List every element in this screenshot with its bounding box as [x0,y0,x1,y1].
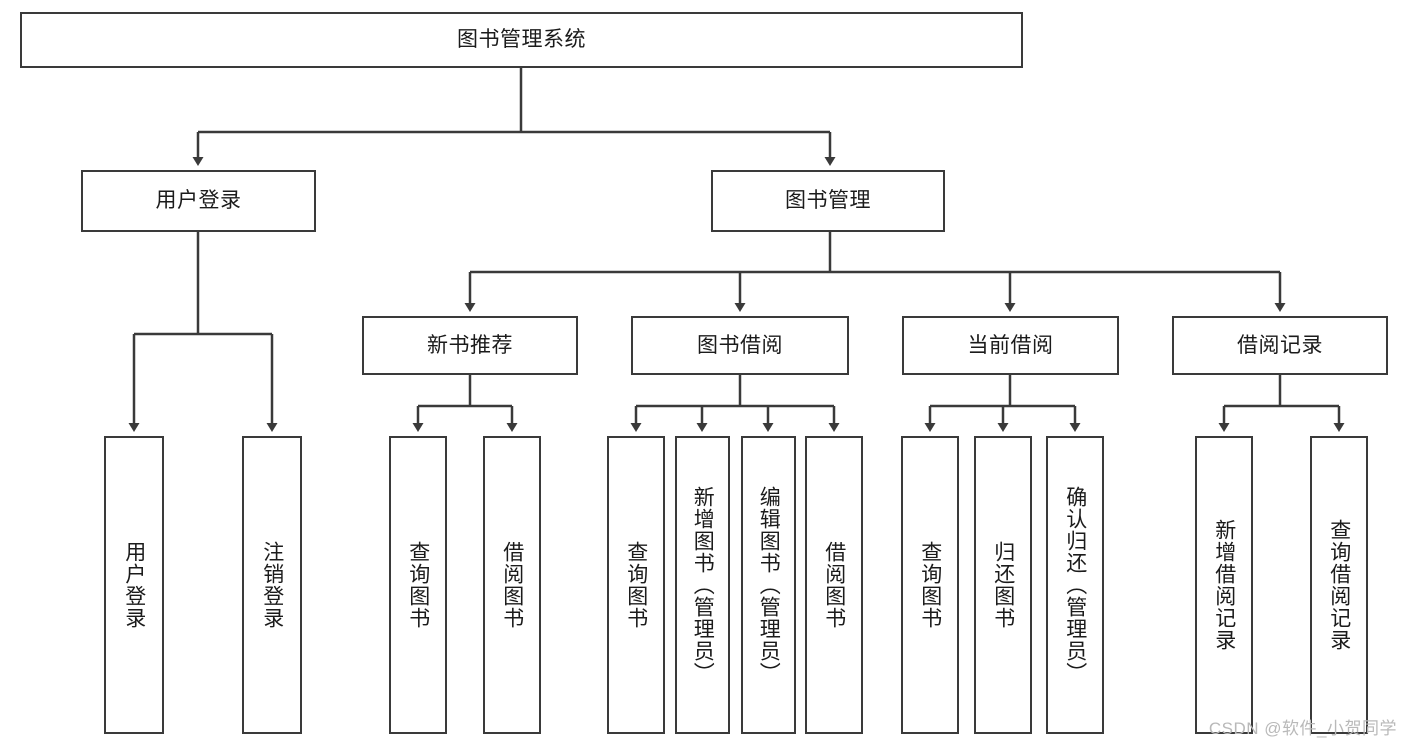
node-leaf-query-book-2[interactable]: 查询图书 [607,436,665,734]
node-book-manage[interactable]: 图书管理 [711,170,945,232]
node-leaf-borrow-book-1-label: 借阅图书 [500,541,524,629]
node-current-borrow[interactable]: 当前借阅 [902,316,1119,375]
node-user-login[interactable]: 用户登录 [81,170,316,232]
node-user-login-label: 用户登录 [155,189,242,213]
node-leaf-edit-book[interactable]: 编辑图书（管理员） [741,436,796,734]
node-new-book-rec[interactable]: 新书推荐 [362,316,578,375]
node-leaf-add-record-label: 新增借阅记录 [1212,519,1236,651]
node-leaf-return-book[interactable]: 归还图书 [974,436,1032,734]
node-book-borrow[interactable]: 图书借阅 [631,316,849,375]
node-leaf-borrow-book-1[interactable]: 借阅图书 [483,436,541,734]
node-leaf-user-login[interactable]: 用户登录 [104,436,164,734]
node-root-label: 图书管理系统 [457,28,586,52]
node-leaf-query-book-3[interactable]: 查询图书 [901,436,959,734]
node-leaf-logout[interactable]: 注销登录 [242,436,302,734]
node-leaf-query-record[interactable]: 查询借阅记录 [1310,436,1368,734]
node-leaf-return-book-label: 归还图书 [991,541,1015,629]
node-leaf-confirm-return-label: 确认归还（管理员） [1063,486,1087,684]
node-leaf-query-book-1-label: 查询图书 [406,541,430,629]
node-leaf-borrow-book-2[interactable]: 借阅图书 [805,436,863,734]
node-new-book-rec-label: 新书推荐 [427,333,513,357]
node-leaf-query-book-1[interactable]: 查询图书 [389,436,447,734]
node-borrow-record-label: 借阅记录 [1237,333,1323,357]
node-leaf-borrow-book-2-label: 借阅图书 [822,541,846,629]
node-book-manage-label: 图书管理 [785,189,871,213]
node-leaf-query-book-2-label: 查询图书 [624,541,648,629]
node-leaf-query-book-3-label: 查询图书 [918,541,942,629]
node-book-borrow-label: 图书借阅 [697,333,783,357]
node-leaf-add-book-label: 新增图书（管理员） [691,486,715,684]
node-root[interactable]: 图书管理系统 [20,12,1023,68]
node-leaf-add-book[interactable]: 新增图书（管理员） [675,436,730,734]
node-leaf-query-record-label: 查询借阅记录 [1327,519,1351,651]
node-leaf-add-record[interactable]: 新增借阅记录 [1195,436,1253,734]
node-borrow-record[interactable]: 借阅记录 [1172,316,1388,375]
node-leaf-edit-book-label: 编辑图书（管理员） [757,486,781,684]
node-current-borrow-label: 当前借阅 [967,333,1054,357]
node-leaf-user-login-label: 用户登录 [122,541,146,629]
node-leaf-logout-label: 注销登录 [260,541,284,629]
node-leaf-confirm-return[interactable]: 确认归还（管理员） [1046,436,1104,734]
